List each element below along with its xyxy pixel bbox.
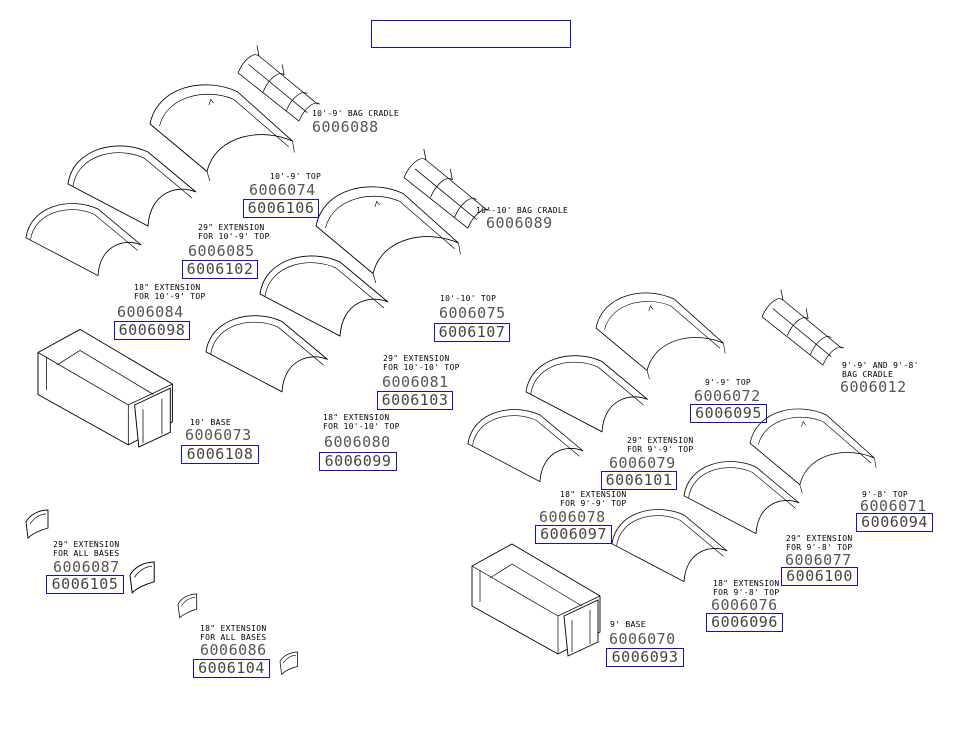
desc-ext29-10-10-line1: 29" EXTENSION <box>383 354 450 363</box>
pn-ext29-9-8: 6006077 <box>785 551 852 569</box>
desc-ext29-9-9-line1: 29" EXTENSION <box>627 436 694 445</box>
ext18-9-9-drawing <box>467 409 584 483</box>
new-pn-top-10-10[interactable]: 6006107 <box>434 323 510 342</box>
desc-ext18-9-9-line1: 18" EXTENSION <box>560 490 627 499</box>
desc-bag-cradle-10-9: 10'-9' BAG CRADLE <box>312 109 399 118</box>
desc-ext29-9-9-line2: FOR 9'-9' TOP <box>627 445 694 454</box>
desc-ext29-10-9-line1: 29" EXTENSION <box>198 223 265 232</box>
pn-bag-cradle-9: 6006012 <box>840 378 907 396</box>
pn-ext29-9-9: 6006079 <box>609 454 676 472</box>
desc-ext18-10-10-line1: 18" EXTENSION <box>323 413 390 422</box>
desc-ext29-all-line2: FOR ALL BASES <box>53 549 120 558</box>
pn-ext29-all: 6006087 <box>53 558 120 576</box>
ext29-all-drawing-a <box>25 509 49 539</box>
new-pn-ext18-10-10[interactable]: 6006099 <box>319 452 397 471</box>
desc-ext18-9-9-line2: FOR 9'-9' TOP <box>560 499 627 508</box>
desc-bag-cradle-9-line1: 9'-9' AND 9'-8' <box>842 361 919 370</box>
new-pn-ext18-9-9[interactable]: 6006097 <box>535 525 612 544</box>
base-9-drawing <box>471 543 601 657</box>
pn-ext18-9-9: 6006078 <box>539 508 606 526</box>
desc-ext18-9-8-line2: FOR 9'-8' TOP <box>713 588 780 597</box>
new-pn-ext18-9-8[interactable]: 6006096 <box>706 613 783 632</box>
new-pn-ext18-10-9[interactable]: 6006098 <box>114 321 190 340</box>
desc-top-9-9: 9'-9' TOP <box>705 378 752 387</box>
desc-bag-cradle-10-10: 10'-10' BAG CRADLE <box>476 206 569 215</box>
new-pn-ext29-10-10[interactable]: 6006103 <box>377 391 453 410</box>
new-pn-ext29-9-8[interactable]: 6006100 <box>781 567 858 586</box>
pn-ext29-10-10: 6006081 <box>382 373 449 391</box>
new-pn-base-10[interactable]: 6006108 <box>181 445 259 464</box>
desc-ext18-all-line2: FOR ALL BASES <box>200 633 267 642</box>
desc-ext29-all-line1: 29" EXTENSION <box>53 540 120 549</box>
top-9-9-drawing <box>595 292 726 380</box>
ext18-9-8-drawing <box>611 509 728 583</box>
desc-base-10: 10' BASE <box>190 418 231 427</box>
pn-ext18-9-8: 6006076 <box>711 596 778 614</box>
pn-ext29-10-9: 6006085 <box>188 242 255 260</box>
pn-top-9-9: 6006072 <box>694 387 761 405</box>
new-pn-base-9[interactable]: 6006093 <box>606 648 684 667</box>
desc-ext29-10-10-line2: FOR 10'-10' TOP <box>383 363 460 372</box>
desc-ext29-10-9-line2: FOR 10'-9' TOP <box>198 232 270 241</box>
desc-ext29-9-8-line1: 29" EXTENSION <box>786 534 853 543</box>
pn-ext18-10-10: 6006080 <box>324 433 391 451</box>
pn-top-10-9: 6006074 <box>249 181 316 199</box>
ext18-10-9-drawing <box>25 203 142 277</box>
ext18-all-drawing-b <box>279 651 298 675</box>
new-pn-ext29-9-9[interactable]: 6006101 <box>601 471 677 490</box>
pn-base-9: 6006070 <box>609 630 676 648</box>
desc-ext18-9-8-line1: 18" EXTENSION <box>713 579 780 588</box>
ext18-all-drawing-a <box>177 593 198 619</box>
ext29-all-drawing-b <box>129 561 155 594</box>
pn-bag-cradle-10-9: 6006088 <box>312 118 379 136</box>
desc-bag-cradle-9-line2: BAG CRADLE <box>842 370 894 379</box>
pn-top-10-10: 6006075 <box>439 304 506 322</box>
pn-ext18-10-9: 6006084 <box>117 303 184 321</box>
ext18-10-10-drawing <box>205 315 329 393</box>
pn-bag-cradle-10-10: 6006089 <box>486 214 553 232</box>
title-box[interactable] <box>371 20 571 48</box>
new-pn-ext29-10-9[interactable]: 6006102 <box>182 260 258 279</box>
base-10-drawing <box>37 328 173 448</box>
new-pn-top-9-9[interactable]: 6006095 <box>690 404 767 423</box>
ext29-9-8-drawing <box>683 461 800 535</box>
pn-base-10: 6006073 <box>185 426 252 444</box>
desc-ext18-10-9-line1: 18" EXTENSION <box>134 283 201 292</box>
top-10-9-drawing <box>149 84 295 182</box>
new-pn-ext29-all[interactable]: 6006105 <box>46 575 124 594</box>
desc-top-9-8: 9'-8' TOP <box>862 490 909 499</box>
desc-ext18-10-10-line2: FOR 10'-10' TOP <box>323 422 400 431</box>
desc-ext18-all-line1: 18" EXTENSION <box>200 624 267 633</box>
desc-top-10-10: 10'-10' TOP <box>440 294 497 303</box>
pn-ext18-all: 6006086 <box>200 641 267 659</box>
new-pn-ext18-all[interactable]: 6006104 <box>193 659 270 678</box>
new-pn-top-9-8[interactable]: 6006094 <box>856 513 933 532</box>
desc-ext29-9-8-line2: FOR 9'-8' TOP <box>786 543 853 552</box>
pn-top-9-8: 6006071 <box>860 497 927 515</box>
desc-ext18-10-9-line2: FOR 10'-9' TOP <box>134 292 206 301</box>
new-pn-top-10-9[interactable]: 6006106 <box>243 199 319 218</box>
bag-cradle-9-drawing <box>761 289 845 366</box>
desc-top-10-9: 10'-9' TOP <box>270 172 322 181</box>
desc-base-9: 9' BASE <box>610 620 646 629</box>
